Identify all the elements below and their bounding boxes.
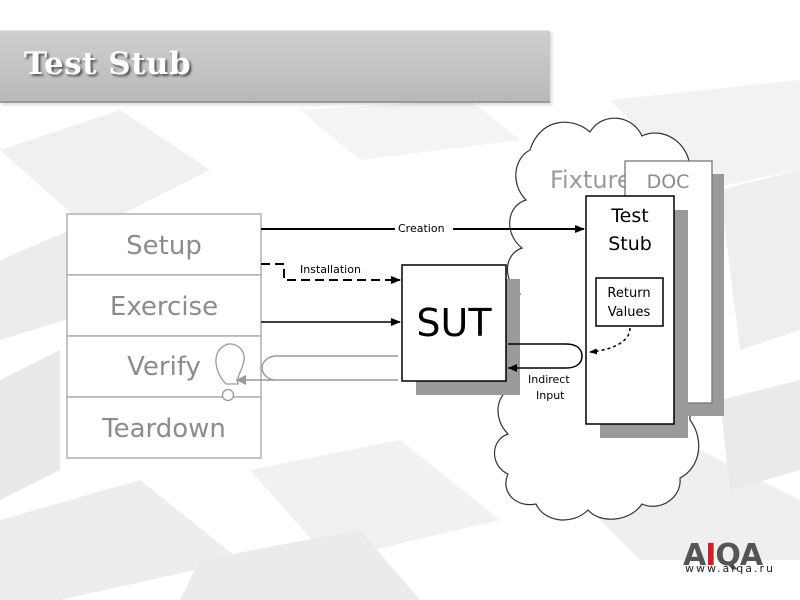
doc-label: DOC [647,171,690,193]
phase-box-exercise [66,274,262,337]
verify-arrowhead [236,375,246,385]
phase-label-setup: Setup [126,231,202,261]
return-values-line1: Return [607,286,650,301]
test-stub-label-line1: Test [610,205,648,227]
phase-label-exercise: Exercise [110,292,218,322]
sut-box [401,264,507,382]
aiqa-logo: AIQA [683,538,763,573]
installation-arrow [261,263,401,284]
indirect-input-arrow [508,343,583,369]
slide-title: Test Stub [24,46,192,82]
indirect-input-arrowhead [508,364,517,372]
phase-box-group: Setup Exercise Verify Teardown [66,213,262,459]
phase-box-setup [66,213,262,276]
creation-label-bg [395,221,453,234]
title-bar [0,30,550,103]
fixture-label: Fixture [550,166,632,194]
phase-label-verify: Verify [127,352,201,382]
verify-bubble-icon [215,343,245,402]
return-values-line2: Values [608,305,651,320]
site-url[interactable]: www.aiqa.ru [685,562,775,575]
creation-label: Creation [398,222,445,235]
test-stub-label-line2: Stub [608,233,652,255]
installation-label: Installation [300,263,361,276]
sut-label: SUT [416,301,492,345]
indirect-input-label-line1: Indirect [528,373,570,386]
phase-box-teardown [66,396,262,459]
phase-label-teardown: Teardown [101,414,226,444]
return-values-box [595,277,664,327]
indirect-input-label-line2: Input [536,389,565,402]
